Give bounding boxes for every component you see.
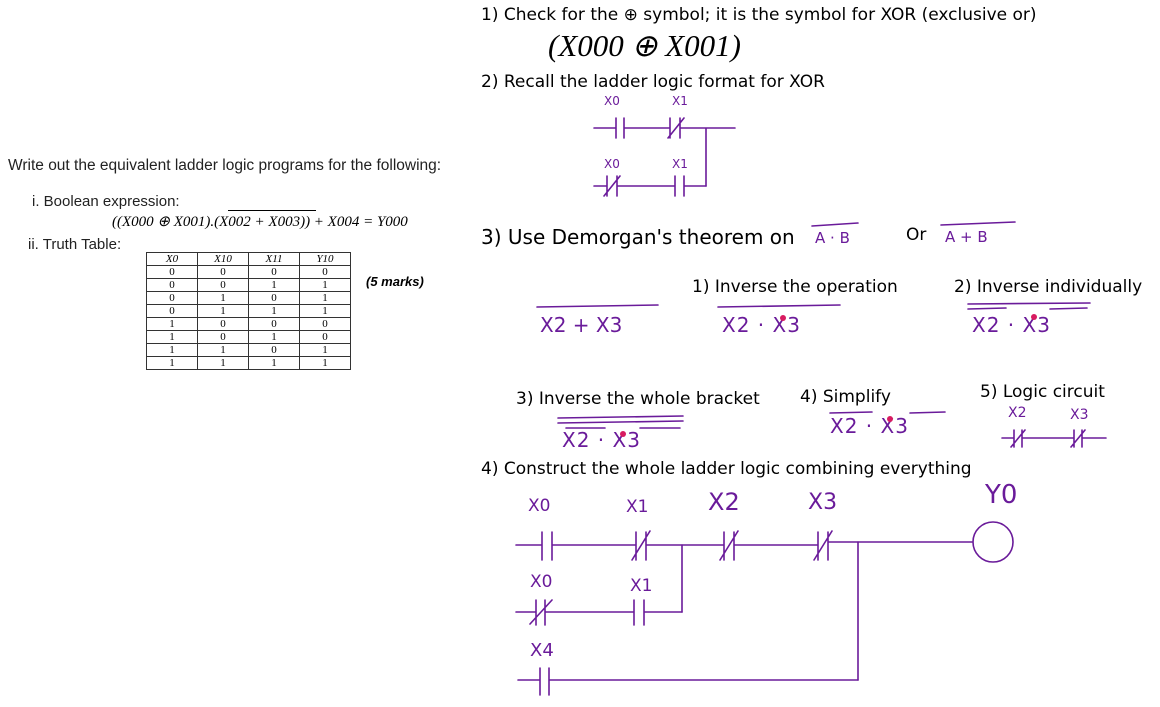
overline-inverse-op <box>717 304 841 308</box>
xor-ladder <box>593 117 736 197</box>
or-label: Or <box>906 225 927 245</box>
table-header-row: X0 X10 X11 Y10 <box>146 252 351 266</box>
substep3-text: 3) Inverse the whole bracket <box>516 389 760 409</box>
overline-a-plus-b <box>940 221 1016 226</box>
ladder-x0-label: X0 <box>528 496 551 516</box>
table-cell: 1 <box>248 356 300 370</box>
substep4-text: 4) Simplify <box>800 387 891 407</box>
circuit-x3-label: X3 <box>1070 407 1089 423</box>
table-header: Y10 <box>299 252 351 266</box>
ladder-x4-label: X4 <box>530 640 554 661</box>
expression-overline <box>228 210 316 211</box>
overline-simplify <box>829 411 946 414</box>
dot-symbols <box>620 314 1037 437</box>
xor-x1-label-2: X1 <box>672 157 688 171</box>
table-cell: 1 <box>299 356 351 370</box>
question-prompt: Write out the equivalent ladder logic pr… <box>8 157 442 174</box>
hand-x2-dot-x3-whole: X2 · X3 <box>562 428 641 452</box>
demorgan-a-plus-b: A + B <box>945 228 988 246</box>
overline-x2-plus-x3 <box>536 304 659 308</box>
hand-x2-dot-x3-inverse-op: X2 · X3 <box>722 313 801 337</box>
table-header: X11 <box>248 252 300 266</box>
xor-x1-label: X1 <box>672 94 688 108</box>
boolean-expression-label: i. Boolean expression: <box>32 193 180 210</box>
table-header: X0 <box>146 252 198 266</box>
overline-individual <box>967 302 1091 310</box>
ladder-x2-label: X2 <box>708 488 740 516</box>
circuit-x2-label: X2 <box>1008 405 1027 421</box>
ladder-x0-label-2: X0 <box>530 572 553 592</box>
truth-table-label: ii. Truth Table: <box>28 236 122 253</box>
xor-x0-label: X0 <box>604 94 620 108</box>
hand-x2-plus-x3: X2 + X3 <box>540 313 623 337</box>
marks-label: (5 marks) <box>366 274 424 289</box>
step4-text: 4) Construct the whole ladder logic comb… <box>481 459 972 479</box>
ladder-x1-label-2: X1 <box>630 576 653 596</box>
hand-x2-dot-x3-simplified: X2 · X3 <box>830 414 909 438</box>
substep2-text: 2) Inverse individually <box>954 277 1143 297</box>
overline-whole <box>557 415 684 429</box>
ladder-x3-label: X3 <box>808 490 838 515</box>
xor-expression: (X000 ⊕ X001) <box>548 28 741 63</box>
ladder-y0-label: Y0 <box>985 480 1018 510</box>
xor-x0-label-2: X0 <box>604 157 620 171</box>
step2-text: 2) Recall the ladder logic format for XO… <box>481 72 825 92</box>
final-ladder <box>515 521 1014 696</box>
overline-a-b <box>811 222 859 227</box>
substep5-text: 5) Logic circuit <box>980 382 1105 402</box>
ladder-x1-label: X1 <box>626 497 649 517</box>
step3-text: 3) Use Demorgan's theorem on <box>481 225 795 249</box>
demorgan-a-dot-b: A · B <box>815 229 850 247</box>
boolean-expression: ((X000 ⊕ X001).(X002 + X003)) + X004 = Y… <box>112 214 408 230</box>
step1-text: 1) Check for the ⊕ symbol; it is the sym… <box>481 5 1037 25</box>
logic-circuit <box>1001 429 1107 448</box>
substep1-text: 1) Inverse the operation <box>692 277 898 297</box>
